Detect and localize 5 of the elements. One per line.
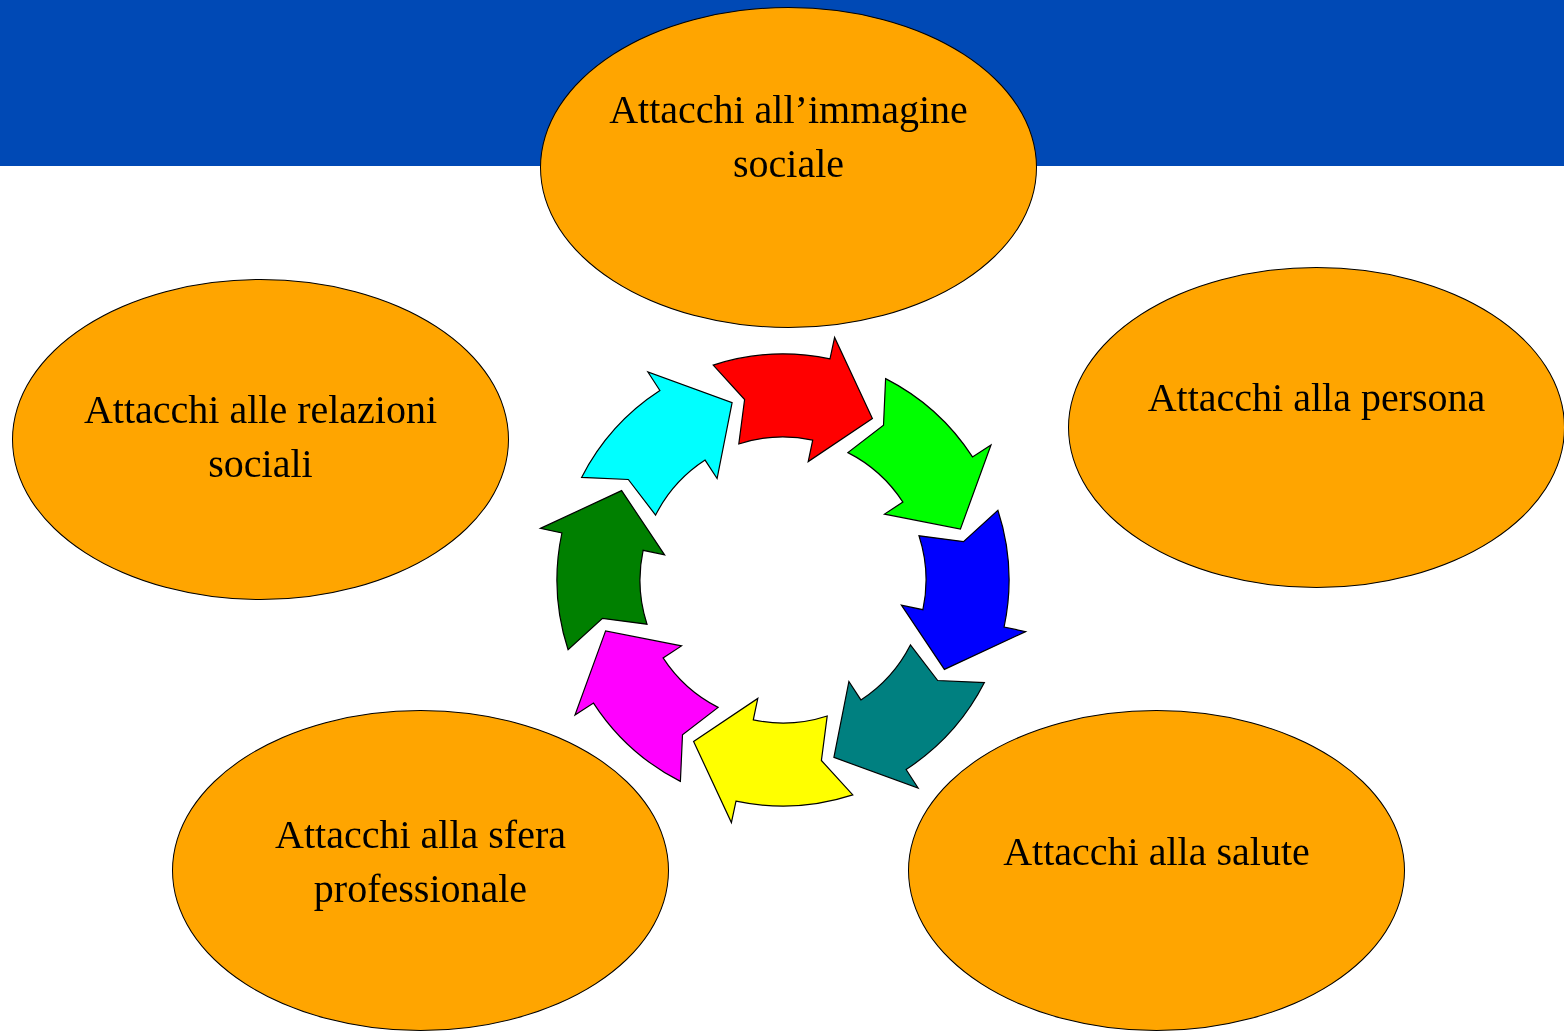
topic-label: Attacchi all’immagine sociale xyxy=(608,86,969,188)
topic-label: Attacchi alla persona xyxy=(1147,374,1486,422)
topic-label: Attacchi alla salute xyxy=(1003,828,1310,876)
topic-label: Attacchi alla sfera professionale xyxy=(274,811,567,913)
topic-label: Attacchi alle relazioni sociali xyxy=(82,386,439,488)
